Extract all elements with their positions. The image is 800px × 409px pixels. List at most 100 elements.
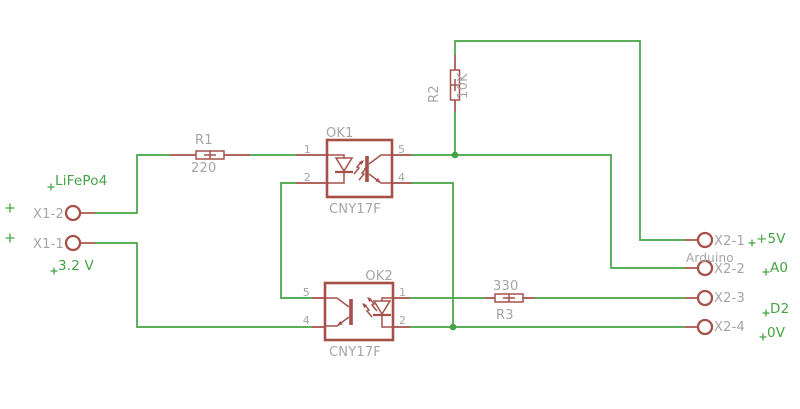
led-anode-line (381, 297, 393, 301)
light-arrow-head (358, 160, 364, 165)
ok2-pin-number: 4 (303, 314, 310, 327)
x2-part-label: Arduino (686, 251, 734, 265)
label-supply: +5V (756, 231, 786, 247)
emitter-arrow-head (375, 177, 381, 183)
resistor-plus-mark (503, 294, 515, 302)
ok2-pin-number: 5 (303, 286, 310, 299)
emitter-arrow-head (337, 321, 343, 326)
resistor-plus-mark (204, 151, 216, 159)
net-label-3v2: 3.2 V (50, 258, 95, 275)
pin-label-x2-4: X2-4 (714, 320, 745, 335)
ok1-value: CNY17F (329, 202, 381, 217)
label-origin-cross (50, 267, 58, 275)
r1-value: 220 (191, 161, 216, 176)
wire-segment[interactable] (412, 182, 454, 327)
label-ground: 0V (767, 325, 786, 341)
collector-line (368, 154, 392, 165)
connector-x2[interactable]: X2-1 X2-2 X2-3 X2-4 Arduino (685, 231, 745, 336)
emitter-line (325, 316, 350, 327)
net-x1-2-to-ok1-pin1[interactable] (95, 154, 296, 214)
label-battery-voltage: 3.2 V (58, 258, 95, 274)
optocoupler-ok2[interactable]: OK2 CNY17F 5 4 1 2 (303, 269, 410, 360)
label-origin-cross (47, 183, 55, 191)
net-ok1-pin4-ok2-pin2-x2-4[interactable] (410, 182, 685, 331)
pin-x2-2[interactable] (696, 259, 714, 277)
r3-name: R3 (496, 308, 514, 323)
ok1-pin-number: 5 (398, 143, 405, 156)
part-origin-cross (5, 233, 15, 243)
resistor-r3[interactable]: 330 R3 (485, 279, 535, 323)
pin-label-x2-2: X2-2 (714, 262, 745, 277)
led-triangle (372, 300, 392, 316)
label-origin-cross (759, 333, 767, 341)
resistor-r1[interactable]: R1 220 (170, 133, 250, 176)
pin-x2-3[interactable] (696, 289, 714, 307)
label-analog-in: A0 (770, 260, 788, 276)
light-arrows-icon (362, 297, 378, 318)
net-label-a0: A0 (762, 260, 788, 276)
net-label-d2: D2 (762, 301, 789, 317)
net-label-plus5v: +5V (748, 231, 786, 247)
r2-value: 10K (456, 73, 471, 99)
pin-label-x1-1: X1-1 (33, 237, 64, 252)
label-digital: D2 (770, 301, 789, 317)
wire-segment[interactable] (95, 242, 312, 328)
net-label-lifepo4: LiFePo4 (47, 173, 107, 191)
ok2-pin-number: 1 (399, 286, 406, 299)
connector-x1[interactable]: X1-2 X1-1 (5, 203, 96, 253)
pin-label-x2-3: X2-3 (714, 291, 745, 306)
pin-label-x2-1: X2-1 (714, 234, 745, 249)
light-arrow-head (362, 303, 368, 308)
transistor-base-bar (349, 299, 353, 325)
phototransistor-symbol (365, 154, 392, 184)
optocoupler-body[interactable] (323, 281, 395, 342)
r3-value: 330 (493, 279, 518, 294)
light-arrow (368, 297, 378, 312)
wire-segment[interactable] (412, 154, 685, 269)
r2-name: R2 (427, 85, 442, 103)
label-origin-cross (762, 268, 770, 276)
collector-line (325, 297, 350, 308)
light-arrow-head (367, 297, 373, 302)
pin-x1-2[interactable] (64, 204, 82, 222)
label-origin-cross (748, 239, 756, 247)
ok2-name: OK2 (365, 269, 393, 284)
emitter-line (368, 173, 392, 184)
resistor-r2[interactable]: R2 10K (427, 55, 471, 112)
junction-dot[interactable] (451, 151, 459, 159)
phototransistor-symbol (325, 297, 353, 327)
pin-x1-1[interactable] (64, 234, 82, 252)
resistor-plus-mark (450, 79, 460, 91)
part-origin-cross (5, 203, 15, 213)
pin-x2-4[interactable] (696, 318, 714, 336)
optocoupler-ok1[interactable]: OK1 CNY17F 1 2 5 4 (296, 126, 412, 217)
ok1-name: OK1 (326, 126, 354, 141)
wire-segment[interactable] (280, 182, 312, 299)
pin-x2-1[interactable] (696, 231, 714, 249)
net-ok1-pin5-r2-a0[interactable] (412, 40, 685, 269)
led-symbol (372, 297, 393, 328)
pin-label-x1-2: X1-2 (33, 207, 64, 222)
transistor-base-bar (365, 156, 369, 182)
led-cathode-line (381, 315, 393, 328)
optocoupler-body[interactable] (325, 138, 394, 199)
net-x1-1-to-ok2-pin4[interactable] (95, 242, 312, 328)
wire-segment[interactable] (454, 40, 685, 241)
led-cathode-line (327, 172, 345, 184)
pin-leads[interactable] (312, 297, 410, 328)
ok2-value: CNY17F (329, 345, 381, 360)
ok1-pin-number: 4 (398, 171, 405, 184)
wire-segment[interactable] (95, 154, 170, 214)
led-triangle (334, 157, 354, 173)
label-origin-cross (762, 309, 770, 317)
ok1-pin-number: 2 (304, 171, 311, 184)
junction-dot[interactable] (449, 323, 457, 331)
r1-name: R1 (195, 133, 213, 148)
light-arrow (358, 166, 368, 181)
ok2-pin-number: 2 (399, 314, 406, 327)
pin-leads[interactable] (296, 154, 412, 184)
led-symbol (327, 154, 354, 184)
net-ok1-pin2-to-ok2-pin5[interactable] (280, 182, 312, 299)
